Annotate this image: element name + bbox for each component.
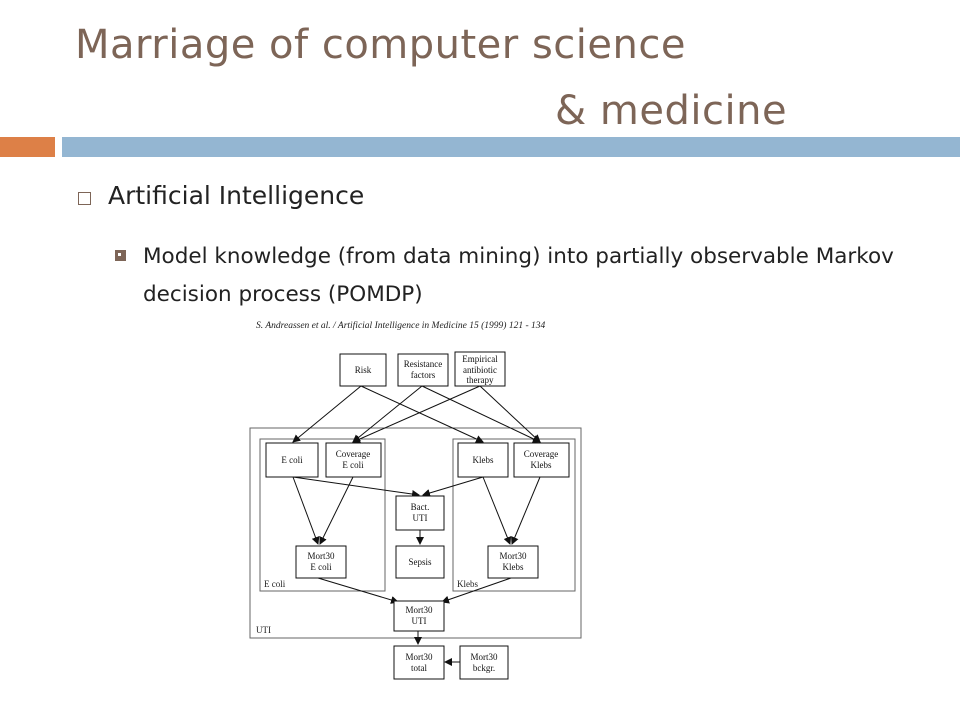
edge-resistance-coverage-klebs — [421, 385, 541, 443]
node-empirical-therapy — [454, 351, 506, 387]
node-sepsis — [395, 545, 445, 579]
node-bact-label-2: UTI — [413, 513, 428, 523]
node-mort-ecoli-label-2: E coli — [310, 562, 332, 572]
group-ecoli-frame — [259, 438, 386, 592]
group-ecoli-label: E coli — [264, 579, 286, 589]
edge-empirical-coverage-ecoli — [352, 385, 481, 443]
node-risk-label: Risk — [355, 365, 372, 375]
node-bact-label-1: Bact. — [411, 502, 430, 512]
node-coverage-ecoli-label-2: E coli — [342, 460, 364, 470]
slide-title-line-2: & medicine — [555, 88, 788, 134]
node-empirical-label-2: antibiotic — [463, 365, 497, 375]
accent-bar-orange — [0, 137, 55, 157]
node-mort30-ecoli — [295, 545, 347, 579]
node-empirical-label-3: therapy — [467, 375, 494, 385]
bullet-level-2-text: Model knowledge (from data mining) into … — [143, 244, 894, 307]
node-empirical-label-1: Empirical — [462, 354, 498, 364]
diagram-svg: S. Andreassen et al. / Artificial Intell… — [249, 320, 582, 680]
node-coverage-ecoli — [325, 442, 382, 478]
node-mort-bckgr-label-1: Mort30 — [471, 652, 499, 662]
node-mort-klebs-label-2: Klebs — [503, 562, 524, 572]
accent-bar-blue — [62, 137, 960, 157]
node-mort-bckgr-label-2: bckgr. — [473, 663, 495, 673]
edge-mort-klebs-mort-uti — [441, 577, 512, 604]
edge-coverage-ecoli-mort-ecoli — [319, 476, 354, 545]
diagram-edges — [292, 385, 541, 666]
slide-title-line-1: Marriage of computer science — [75, 22, 686, 68]
bullet-level-1-text: Artificial Intelligence — [108, 181, 365, 210]
node-resistance-label-1: Resistance — [404, 359, 443, 369]
node-klebs-label: Klebs — [473, 455, 494, 465]
node-resistance-factors — [397, 353, 449, 387]
node-coverage-klebs-label-1: Coverage — [524, 449, 558, 459]
node-mort-uti-label-1: Mort30 — [406, 605, 434, 615]
filled-square-bullet-icon — [115, 250, 126, 261]
node-klebs — [457, 442, 509, 478]
edge-klebs-mort-klebs — [482, 476, 512, 545]
node-coverage-klebs — [513, 442, 570, 478]
figure-citation: S. Andreassen et al. / Artificial Intell… — [256, 320, 546, 331]
group-klebs-frame — [452, 438, 576, 592]
node-coverage-ecoli-label-1: Coverage — [336, 449, 370, 459]
node-risk — [339, 353, 387, 387]
node-mort30-uti — [393, 600, 445, 632]
edge-mort-ecoli-mort-uti — [317, 577, 399, 604]
group-klebs-label: Klebs — [457, 579, 478, 589]
node-sepsis-label: Sepsis — [408, 557, 432, 567]
edge-klebs-bact — [422, 476, 484, 497]
node-mort-total-label-2: total — [411, 663, 427, 673]
edge-ecoli-bact — [292, 476, 420, 498]
node-ecoli-label: E coli — [281, 455, 303, 465]
group-uti-label: UTI — [256, 625, 271, 635]
node-resistance-label-2: factors — [411, 370, 436, 380]
node-mort30-bckgr — [459, 645, 509, 680]
edge-coverage-klebs-mort-klebs — [511, 476, 541, 545]
network-diagram: S. Andreassen et al. / Artificial Intell… — [248, 316, 588, 690]
node-bact-uti — [395, 495, 445, 531]
node-coverage-klebs-label-2: Klebs — [531, 460, 552, 470]
node-mort-klebs-label-1: Mort30 — [500, 551, 528, 561]
node-ecoli — [265, 442, 319, 478]
node-mort-ecoli-label-1: Mort30 — [308, 551, 336, 561]
node-mort-total-label-1: Mort30 — [406, 652, 434, 662]
square-bullet-icon — [78, 192, 91, 205]
edge-empirical-coverage-klebs — [479, 385, 541, 443]
edge-risk-ecoli — [292, 385, 362, 443]
edge-ecoli-mort-ecoli — [292, 476, 320, 545]
node-mort-uti-label-2: UTI — [412, 616, 427, 626]
node-mort30-total — [393, 645, 445, 680]
edge-risk-klebs — [360, 385, 484, 443]
edge-resistance-coverage-ecoli — [352, 385, 423, 443]
node-mort30-klebs — [487, 545, 539, 579]
